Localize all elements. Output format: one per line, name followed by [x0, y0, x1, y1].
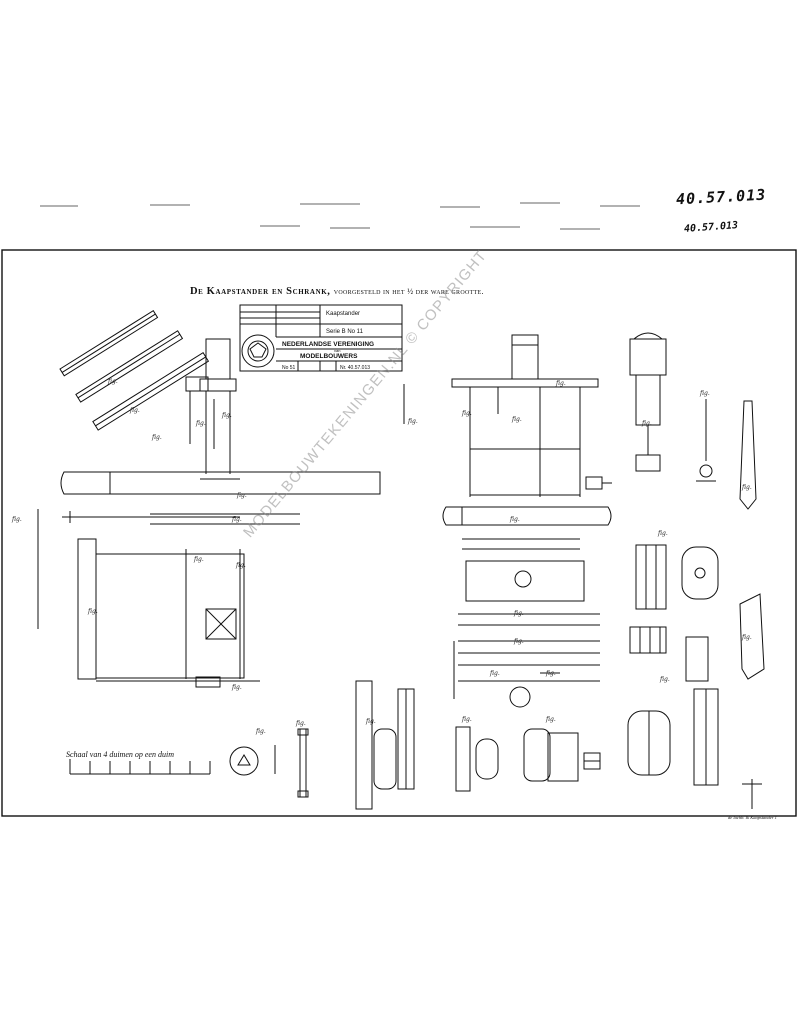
- bottom-hooks: [355, 680, 601, 810]
- svg-text:fig.: fig.: [641, 420, 652, 427]
- svg-text:fig.: fig.: [659, 676, 670, 683]
- svg-text:van: van: [334, 348, 340, 353]
- svg-text:fig.: fig.: [231, 516, 242, 523]
- scale-note: Schaal van 4 duimen op een duim: [66, 750, 174, 759]
- svg-text:fig.: fig.: [511, 416, 522, 423]
- svg-text:fig.: fig.: [657, 530, 668, 537]
- svg-text:fig.: fig.: [461, 716, 472, 723]
- svg-text:fig.: fig.: [236, 492, 247, 499]
- svg-text:fig.: fig.: [513, 638, 524, 645]
- svg-text:No 51: No 51: [282, 365, 296, 371]
- sheet-border: [1, 249, 797, 817]
- svg-text:fig.: fig.: [235, 562, 246, 569]
- svg-text:fig.: fig.: [151, 434, 162, 441]
- svg-text:MODELBOUWERS: MODELBOUWERS: [300, 353, 358, 360]
- svg-text:fig.: fig.: [295, 720, 306, 727]
- bitt-head: [629, 332, 667, 472]
- tapered-bar: [739, 400, 765, 809]
- title-block: [239, 304, 403, 372]
- round-washer: [229, 745, 276, 776]
- svg-text:fig.: fig.: [231, 684, 242, 691]
- svg-text:NEDERLANDSE VERENIGING: NEDERLANDSE VERENIGING: [282, 341, 374, 348]
- svg-text:fig.: fig.: [461, 410, 472, 417]
- society-emblem: [241, 334, 275, 368]
- svg-text:fig.: fig.: [509, 516, 520, 523]
- svg-text:fig.: fig.: [489, 670, 500, 677]
- svg-text:fig.: fig.: [195, 420, 206, 427]
- scan-edge-marks: [40, 202, 640, 230]
- svg-text:Serie B No 11: Serie B No 11: [326, 329, 364, 335]
- horizontal-beam: [60, 471, 381, 525]
- svg-text:fig.: fig.: [255, 728, 266, 735]
- svg-text:fig.: fig.: [545, 670, 556, 677]
- svg-text:fig.: fig.: [699, 390, 710, 397]
- drawing-title-main: De Kaapstander en Schrank,: [190, 286, 331, 297]
- plumb-line: [696, 399, 716, 482]
- svg-text:Kaapstander: Kaapstander: [326, 311, 360, 317]
- svg-text:fig.: fig.: [129, 407, 140, 414]
- svg-text:fig.: fig.: [193, 556, 204, 563]
- svg-text:fig.: fig.: [107, 378, 118, 385]
- center-beam: [442, 506, 612, 708]
- svg-text:fig.: fig.: [741, 484, 752, 491]
- svg-text:fig.: fig.: [87, 608, 98, 615]
- drawing-title: De Kaapstander en Schrank, voorgesteld i…: [190, 286, 484, 297]
- title-block-text: Kaapstander Serie B No 11 NEDERLANDSE VE…: [282, 311, 374, 371]
- drawing-sheet: fig. fig. fig. fig. fig. fig. fig. fig. …: [1, 249, 797, 817]
- svg-text:fig.: fig.: [741, 634, 752, 641]
- svg-text:fig.: fig.: [407, 418, 418, 425]
- bolt: [297, 728, 309, 798]
- capstan-upright: [185, 338, 237, 474]
- footer-note: de lachb. & Kaapstander 1: [728, 815, 777, 820]
- svg-text:fig.: fig.: [221, 412, 232, 419]
- scale-bar-drawing: [69, 759, 211, 775]
- svg-text:fig.: fig.: [545, 716, 556, 723]
- capstan-drum: [403, 334, 612, 497]
- pawl-parts: [627, 544, 719, 786]
- svg-text:fig.: fig.: [365, 718, 376, 725]
- svg-text:fig.: fig.: [555, 380, 566, 387]
- figure-labels: fig. fig. fig. fig. fig. fig. fig. fig. …: [11, 378, 752, 735]
- drawing-title-sub: voorgesteld in het ½ der ware grootte.: [333, 287, 484, 296]
- svg-text:fig.: fig.: [513, 610, 524, 617]
- svg-text:Nr. 40.57.013: Nr. 40.57.013: [340, 365, 370, 371]
- svg-text:fig.: fig.: [11, 516, 22, 523]
- deck-plan: [77, 538, 260, 688]
